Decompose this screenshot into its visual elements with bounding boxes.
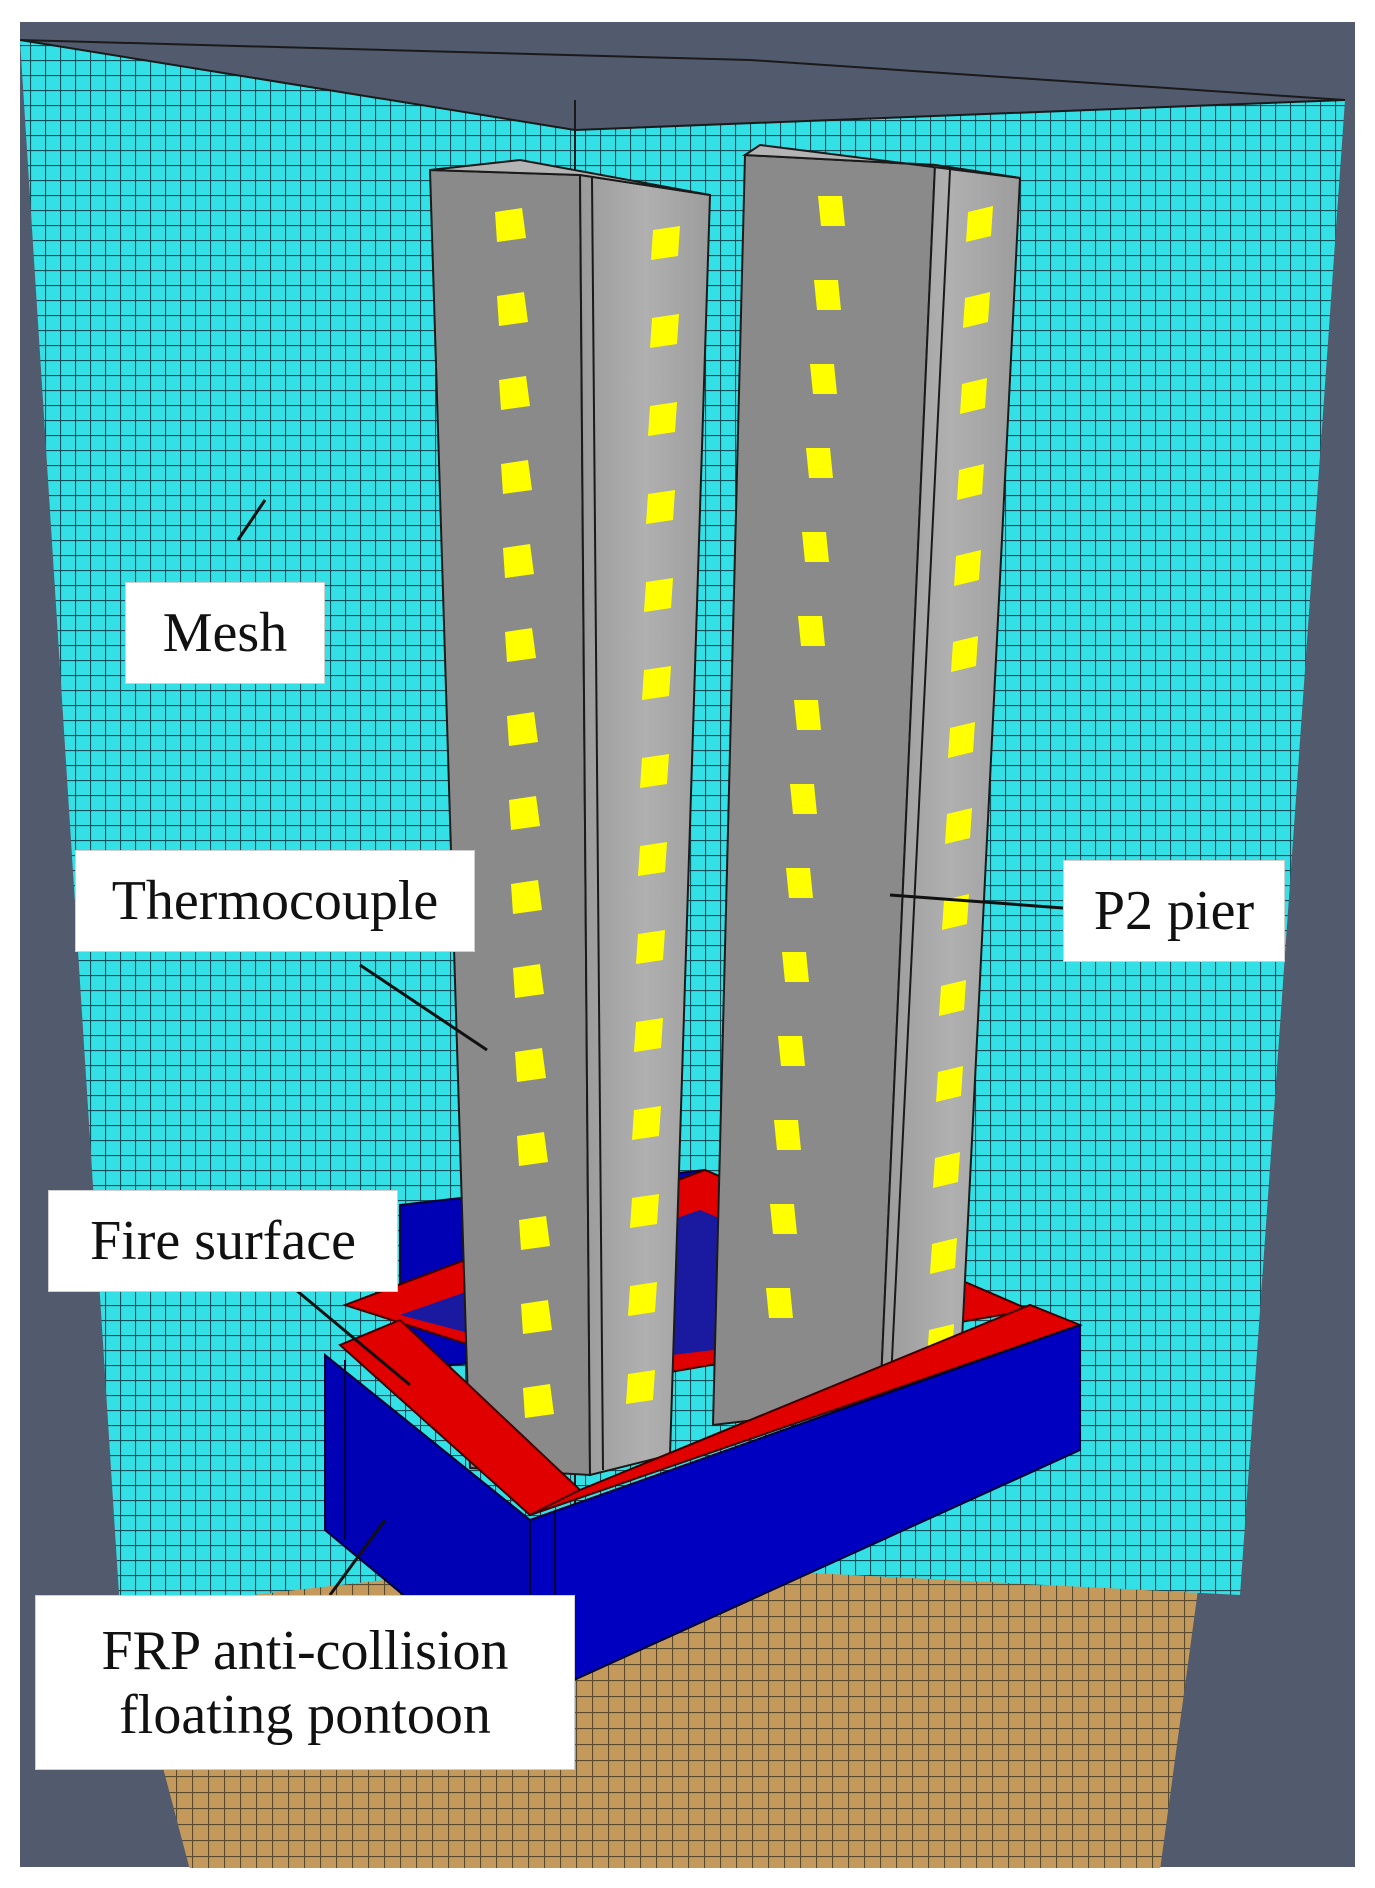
thermocouple-leader-line xyxy=(359,963,488,1052)
pier-1-top xyxy=(429,158,711,196)
mesh-leader-line xyxy=(236,499,267,541)
pontoon-label: FRP anti-collision floating pontoon xyxy=(35,1595,575,1770)
fire-surface-label: Fire surface xyxy=(48,1190,398,1292)
thermocouples-pier-1-front xyxy=(495,208,554,1418)
fire-surface-front-right xyxy=(529,1303,1083,1516)
thermocouple-label: Thermocouple xyxy=(75,850,475,952)
thermocouples-pier-2-side xyxy=(927,206,993,1360)
thermocouples-pier-1-side xyxy=(626,226,680,1404)
pontoon-leader-line xyxy=(328,1519,387,1596)
p2-pier-leader-line xyxy=(889,893,1064,910)
pier-2-top xyxy=(741,143,1021,179)
p2-pier-label: P2 pier xyxy=(1063,860,1285,962)
mesh-label: Mesh xyxy=(125,582,325,684)
thermocouples-pier-2-front xyxy=(766,196,845,1318)
pontoon-label-line-1: FRP anti-collision xyxy=(101,1619,509,1682)
fire-surface-leader-line xyxy=(289,1283,411,1387)
pontoon-label-line-2: floating pontoon xyxy=(119,1683,491,1746)
